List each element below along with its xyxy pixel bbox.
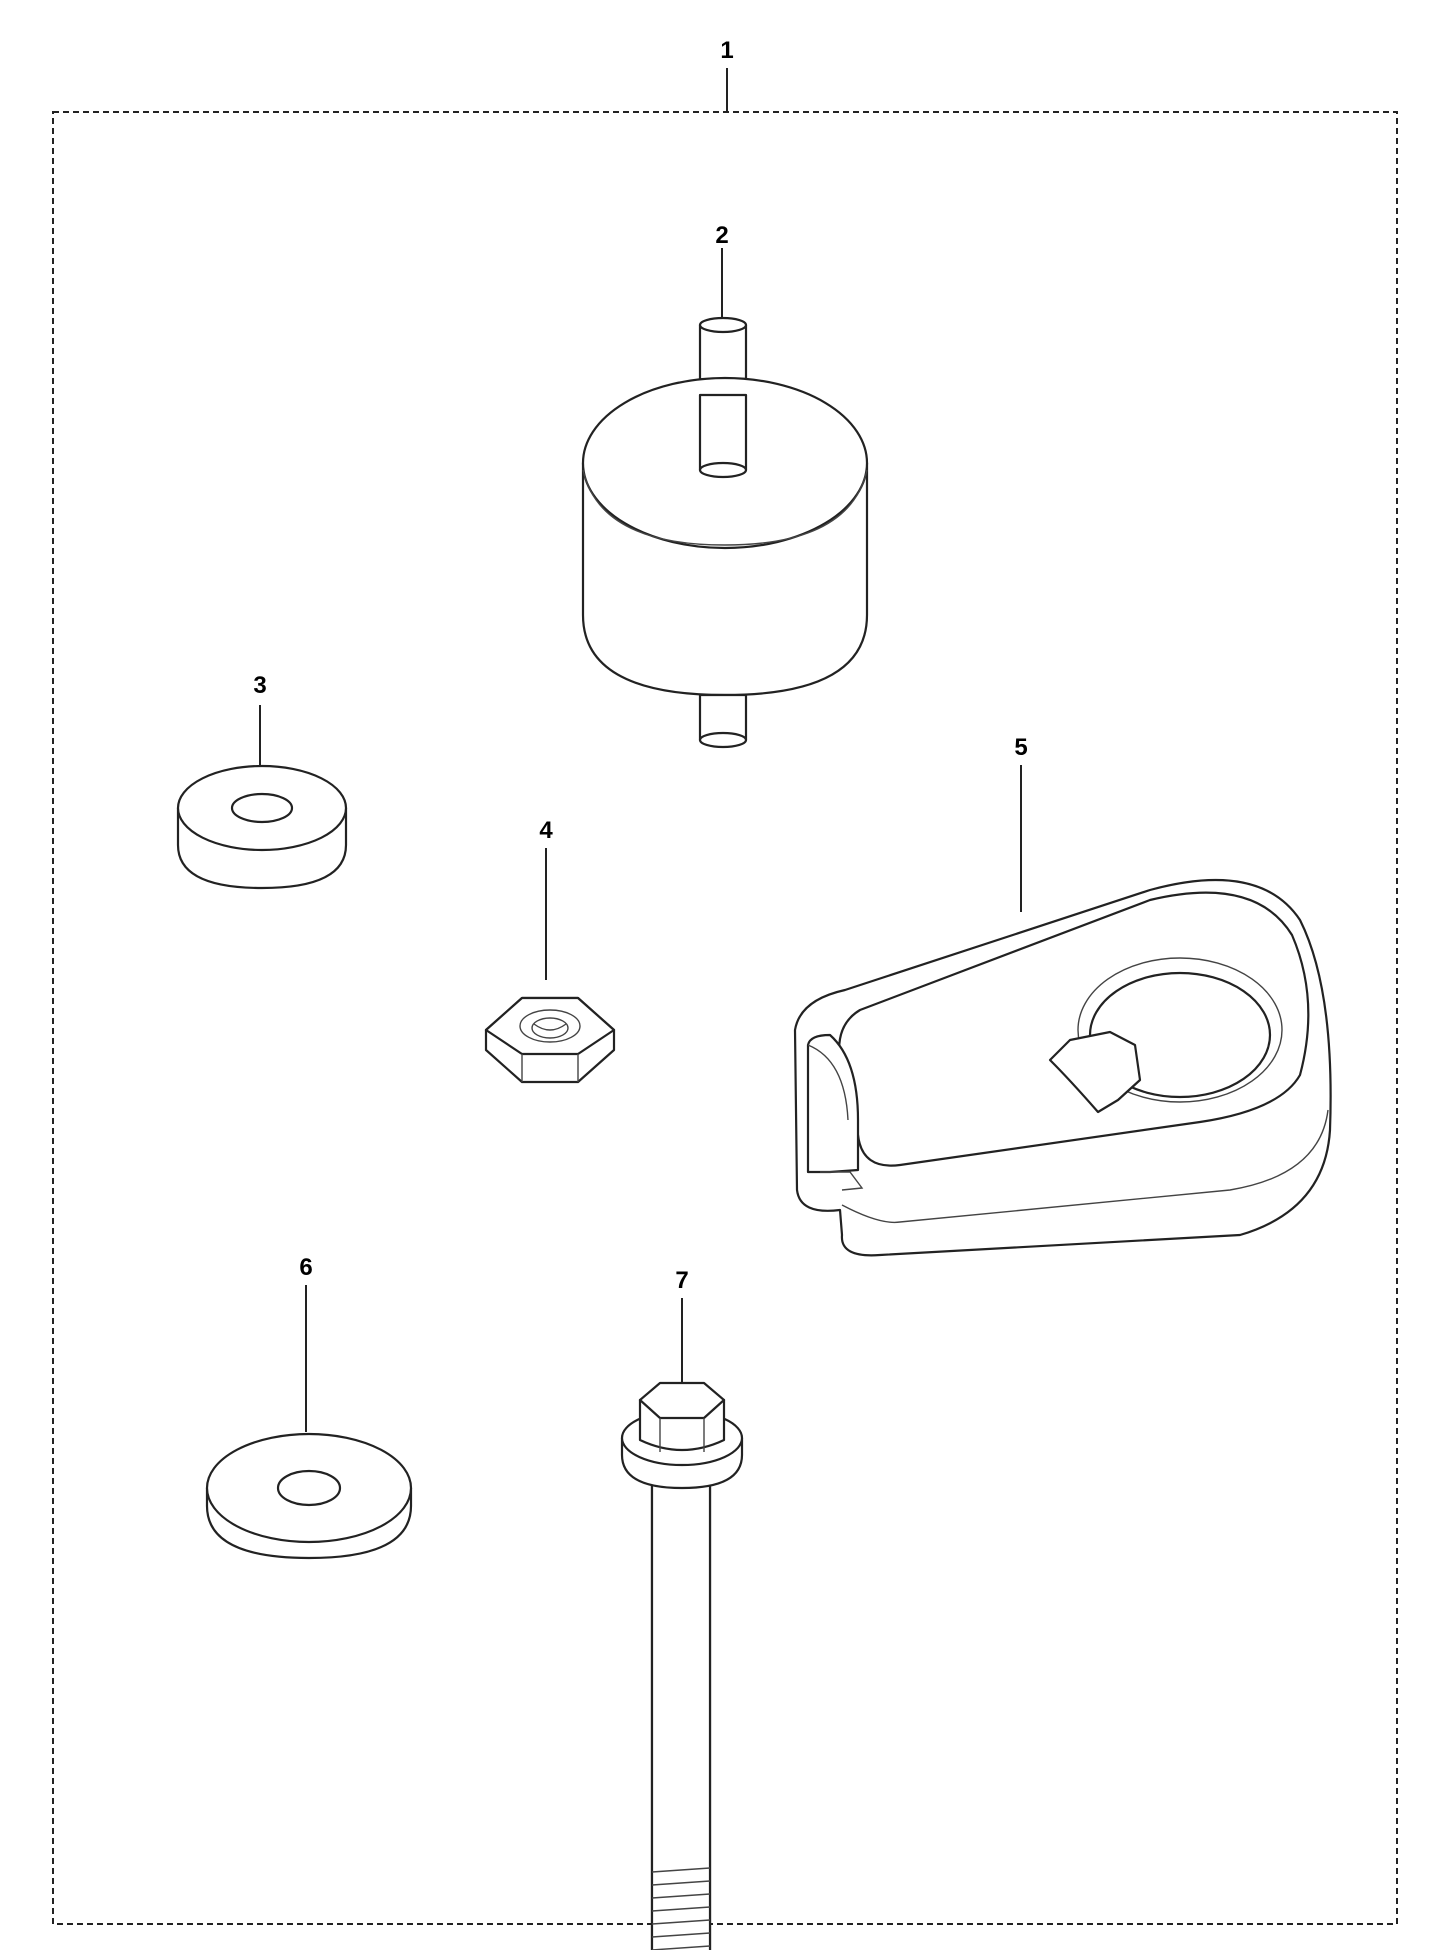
- callout-5: 5: [1014, 734, 1027, 761]
- callout-3: 3: [253, 672, 266, 699]
- kit-boundary: 1: [52, 37, 1398, 1925]
- hex-nut: 4: [484, 817, 616, 1084]
- callout-4: 4: [539, 817, 553, 844]
- bolt-threads: [651, 1867, 711, 1950]
- callout-1: 1: [720, 37, 733, 64]
- washer: 6: [205, 1254, 413, 1560]
- spacer: 3: [176, 672, 348, 890]
- cover-housing: 5: [793, 734, 1332, 1257]
- flange-bolt: 7: [620, 1267, 744, 1950]
- vibration-damper: 2: [581, 222, 869, 749]
- callout-6: 6: [299, 1254, 312, 1281]
- callout-7: 7: [675, 1267, 688, 1294]
- callout-2: 2: [715, 222, 728, 249]
